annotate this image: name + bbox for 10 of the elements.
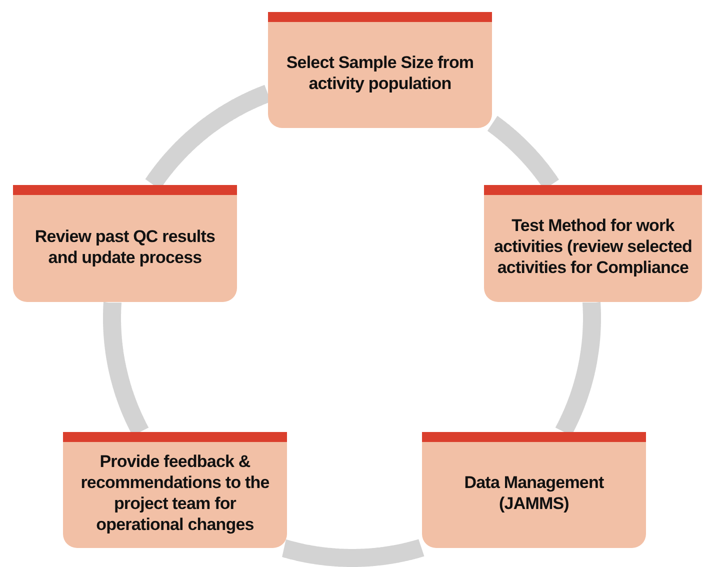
step-box xyxy=(13,185,237,302)
step-text: Data Management (JAMMS) xyxy=(463,472,605,514)
step-box xyxy=(422,432,646,548)
step-box xyxy=(484,185,702,302)
step-box xyxy=(268,12,492,128)
step-text: Provide feedback & recommendations to the project team for operational changes xyxy=(80,451,270,535)
step-text: Review past QC results and update process xyxy=(34,226,216,268)
step-text: Test Method for work activities (review selected activities for Compliance xyxy=(492,215,694,278)
step-box xyxy=(63,432,287,548)
step-text: Select Sample Size from activity population xyxy=(285,52,475,94)
